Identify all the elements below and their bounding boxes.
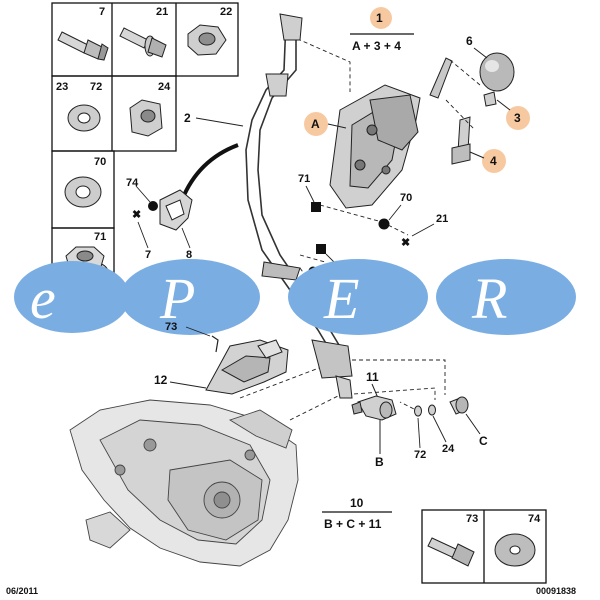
group-1-number: 1 [376, 11, 383, 25]
legend-label-73: 73 [466, 513, 478, 525]
footer-code: 00091838 [536, 586, 576, 596]
washer-74-icon [494, 533, 536, 567]
callout-1-highlight [370, 7, 392, 29]
callout-8: 8 [186, 249, 192, 261]
callout-12: 12 [154, 373, 168, 387]
legend-label-24: 24 [158, 81, 171, 93]
cable-ends [261, 13, 353, 399]
gear-lever-assembly [329, 52, 515, 209]
callout-3: 3 [514, 111, 521, 125]
callout-21: 21 [436, 213, 448, 225]
nut-22-icon [187, 24, 227, 56]
callout-72: 72 [414, 449, 426, 461]
legend-label-7: 7 [99, 6, 105, 18]
nut-24-icon [129, 99, 163, 137]
bracket-12-icon [205, 339, 289, 395]
legend-grid-bottom [421, 509, 547, 584]
direction-arrow-icon [180, 143, 239, 201]
bolt-73-small-icon [211, 335, 219, 353]
group-10-formula: B + C + 11 [324, 517, 382, 531]
gearbox-housing [69, 399, 299, 567]
legend-label-21: 21 [156, 6, 168, 18]
watermark: e P E R [14, 259, 576, 335]
marker-70-dot [378, 218, 390, 230]
marker-21-cross: ✖ [401, 237, 410, 249]
watermark-letter-e2: E [323, 266, 359, 331]
selector-lever-B-icon [351, 395, 397, 421]
legend-label-23: 23 [56, 81, 68, 93]
watermark-letter-e: e [30, 266, 56, 331]
callout-7: 7 [145, 249, 151, 261]
callout-A: A [311, 117, 320, 131]
marker-22-square [316, 244, 326, 254]
callout-4-highlight [482, 149, 506, 173]
callout-3-highlight [506, 106, 530, 130]
legend-grid-top [51, 2, 239, 299]
legend-label-74: 74 [528, 513, 541, 525]
bolt-7-icon [57, 31, 109, 61]
clip-8-icon [159, 189, 193, 231]
callout-70: 70 [400, 192, 412, 204]
marker-74-dot [148, 201, 158, 211]
marker-7-cross: ✖ [132, 209, 141, 221]
legend-label-72: 72 [90, 81, 102, 93]
callout-71: 71 [298, 173, 310, 185]
callout-24: 24 [442, 443, 455, 455]
callout-6: 6 [466, 34, 473, 48]
callout-74: 74 [126, 177, 139, 189]
legend-label-71: 71 [94, 231, 106, 243]
footer-date: 06/2011 [6, 586, 38, 596]
callout-C: C [479, 434, 488, 448]
washer-72-icon [67, 104, 101, 132]
callout-A-highlight [304, 112, 328, 136]
group-1-formula: A + 3 + 4 [352, 39, 401, 53]
washer-70-icon [64, 176, 102, 208]
group-10-number: 10 [350, 496, 364, 510]
callout-73: 73 [165, 321, 177, 333]
legend-label-22: 22 [220, 6, 232, 18]
watermark-letter-p: P [159, 266, 195, 331]
flange-bolt-21-icon [119, 27, 167, 58]
callout-11: 11 [366, 370, 379, 384]
callout-4: 4 [490, 154, 497, 168]
callout-B: B [375, 455, 384, 469]
legend-label-70: 70 [94, 156, 106, 168]
watermark-letter-r: R [471, 266, 507, 331]
cap-C-icon [449, 396, 469, 415]
bolt-73-icon [427, 537, 475, 567]
washers-72-24-icon [414, 404, 436, 417]
callout-2: 2 [184, 111, 191, 125]
marker-71-square [311, 202, 321, 212]
